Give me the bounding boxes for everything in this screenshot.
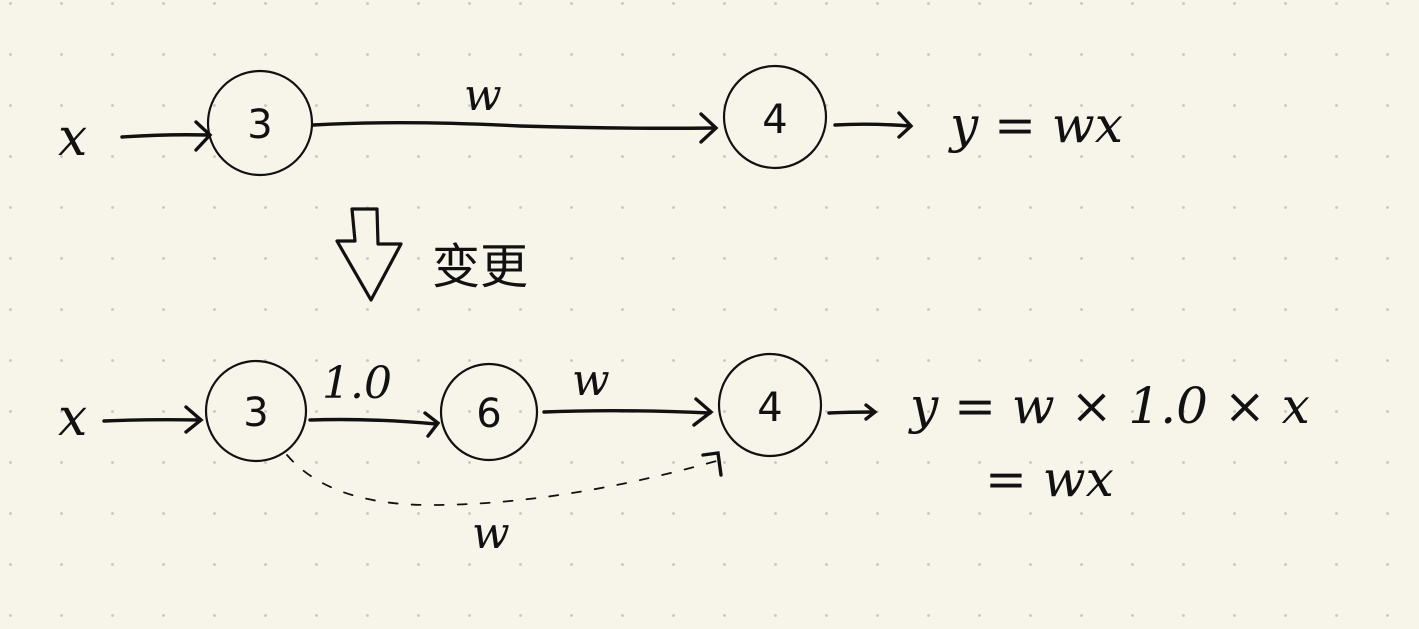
top-edge-3-to-4: w <box>311 70 719 144</box>
top-node-4-label: 4 <box>762 97 787 143</box>
transform-section: 变更 <box>335 207 528 302</box>
bottom-edge-4-to-y <box>827 403 878 421</box>
bottom-edge-x-to-3 <box>102 405 204 434</box>
bottom-node-3-label: 3 <box>243 390 268 436</box>
top-edge-4-to-y <box>833 111 914 139</box>
down-arrow-icon <box>335 207 403 302</box>
bottom-edge-1.0-label: 1.0 <box>322 358 392 409</box>
bottom-dashed-skip-edge: w <box>286 451 723 559</box>
bottom-node-3: 3 <box>204 359 308 463</box>
bottom-node-6: 6 <box>439 362 539 462</box>
top-edge-x-to-3 <box>120 120 213 152</box>
top-node-4: 4 <box>722 64 828 170</box>
bottom-edge-3-to-6: 1.0 <box>308 358 441 438</box>
bottom-dashed-w-label: w <box>472 508 510 559</box>
bottom-node-6-label: 6 <box>476 391 501 437</box>
bottom-node-4-label: 4 <box>757 385 782 431</box>
bottom-edge-6-to-4: w <box>542 355 714 427</box>
top-node-3-label: 3 <box>247 102 272 148</box>
bottom-input-label: x <box>58 388 87 448</box>
transform-label: 变更 <box>432 239 528 295</box>
bottom-equation-line2: = wx <box>985 450 1114 508</box>
bottom-edge-w-label: w <box>572 355 610 406</box>
bottom-graph: x 3 1.0 6 w 4 w <box>58 352 1310 559</box>
bottom-equation-line1: y = w × 1.0 × x <box>908 377 1310 435</box>
top-input-label: x <box>58 108 87 168</box>
top-node-3: 3 <box>206 69 314 177</box>
bottom-node-4: 4 <box>717 352 823 458</box>
top-equation: y = wx <box>948 96 1123 154</box>
top-graph: x 3 w 4 y = wx <box>58 64 1123 177</box>
top-edge-w-label: w <box>464 70 502 121</box>
